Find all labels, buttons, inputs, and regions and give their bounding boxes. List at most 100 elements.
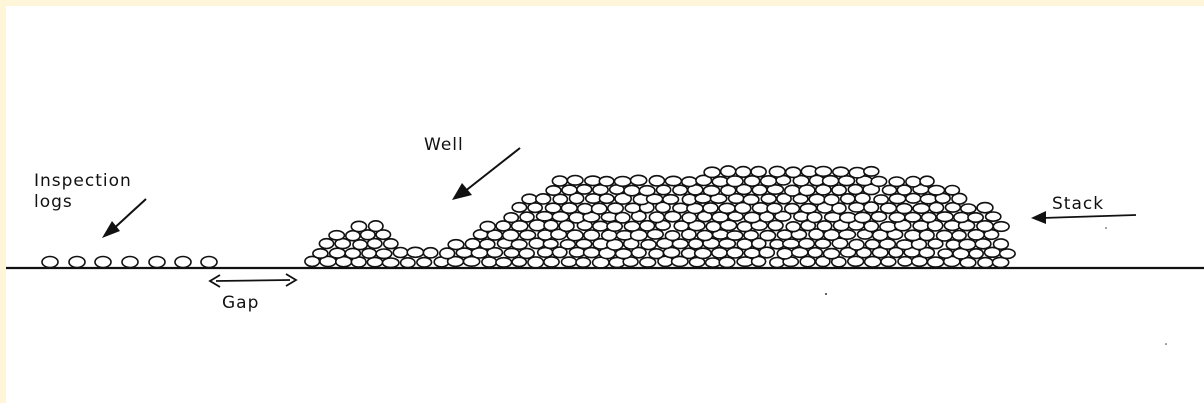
log-end — [920, 230, 935, 241]
log-end — [864, 167, 879, 176]
log-end — [522, 194, 537, 204]
log-end — [401, 258, 415, 268]
log-pile — [305, 166, 1015, 268]
log-end — [727, 231, 743, 240]
speck — [1105, 227, 1107, 229]
log-end — [866, 240, 880, 249]
log-end — [393, 248, 407, 258]
log-end — [978, 258, 993, 268]
log-end — [712, 177, 728, 187]
log-end — [704, 167, 720, 177]
log-end — [786, 222, 800, 232]
log-end — [761, 194, 776, 204]
log-end — [577, 185, 592, 194]
log-end — [905, 230, 921, 240]
log-end — [42, 257, 58, 268]
log-end — [913, 204, 929, 214]
log-end — [641, 240, 656, 250]
log-end — [968, 213, 983, 222]
log-end — [855, 212, 871, 222]
log-end — [175, 257, 191, 268]
log-end — [954, 212, 969, 222]
log-end — [69, 257, 85, 268]
log-end — [946, 240, 960, 250]
log-end — [808, 248, 822, 258]
log-end — [682, 177, 697, 187]
log-end — [576, 258, 590, 268]
log-end — [703, 203, 718, 213]
log-end — [880, 222, 896, 232]
log-end — [496, 258, 512, 267]
log-end — [480, 239, 495, 249]
log-end — [743, 195, 759, 205]
log-end — [770, 240, 784, 249]
log-end — [448, 240, 464, 250]
log-end — [695, 248, 711, 258]
log-end — [751, 167, 766, 177]
log-end — [649, 176, 664, 186]
log-end — [417, 258, 432, 267]
log-end — [848, 185, 862, 195]
log-end — [562, 257, 577, 267]
log-end — [552, 176, 567, 186]
log-end — [897, 240, 913, 250]
log-end — [719, 257, 735, 267]
log-end — [504, 213, 518, 223]
log-end — [663, 195, 679, 204]
log-end — [546, 186, 561, 195]
log-end — [897, 204, 912, 214]
log-end — [785, 185, 800, 196]
log-end — [712, 248, 727, 258]
log-end — [95, 257, 111, 268]
log-end — [544, 220, 558, 230]
log-end — [871, 177, 886, 187]
log-end — [319, 239, 333, 249]
log-end — [512, 203, 526, 212]
log-end — [682, 194, 696, 205]
well-label: Well — [424, 135, 464, 155]
log-end — [928, 257, 944, 267]
log-end — [384, 239, 398, 249]
log-end — [783, 239, 799, 248]
log-end — [465, 239, 480, 249]
log-end — [920, 194, 936, 204]
log-end — [649, 249, 664, 259]
log-end — [824, 249, 840, 259]
log-end — [937, 230, 953, 241]
log-end — [536, 194, 551, 204]
log-end — [959, 239, 975, 249]
log-end — [832, 185, 846, 195]
log-end — [562, 185, 577, 195]
log-end — [815, 167, 831, 177]
log-end — [706, 221, 720, 231]
log-end — [994, 239, 1009, 249]
log-end — [639, 186, 655, 196]
log-end — [665, 176, 681, 185]
log-end — [407, 247, 423, 257]
log-end — [769, 166, 785, 177]
log-end — [376, 249, 392, 258]
gap-label: Gap — [222, 293, 259, 313]
log-end — [928, 186, 944, 195]
log-end — [906, 177, 921, 187]
log-end — [201, 257, 217, 268]
log-end — [785, 204, 800, 214]
log-end — [937, 212, 953, 222]
speck — [1165, 343, 1167, 345]
log-end — [649, 212, 664, 223]
stack-label: Stack — [1052, 194, 1104, 214]
log-end — [833, 167, 849, 176]
log-end — [889, 177, 904, 186]
inspection-logs-row — [42, 257, 217, 268]
log-end — [592, 203, 607, 214]
log-end — [800, 204, 816, 213]
log-end — [544, 257, 559, 267]
log-end — [624, 222, 639, 232]
log-end — [624, 185, 640, 195]
log-end — [977, 203, 993, 213]
log-end — [721, 166, 736, 177]
log-end — [122, 257, 138, 268]
log-end — [849, 239, 864, 250]
log-end — [567, 176, 583, 186]
